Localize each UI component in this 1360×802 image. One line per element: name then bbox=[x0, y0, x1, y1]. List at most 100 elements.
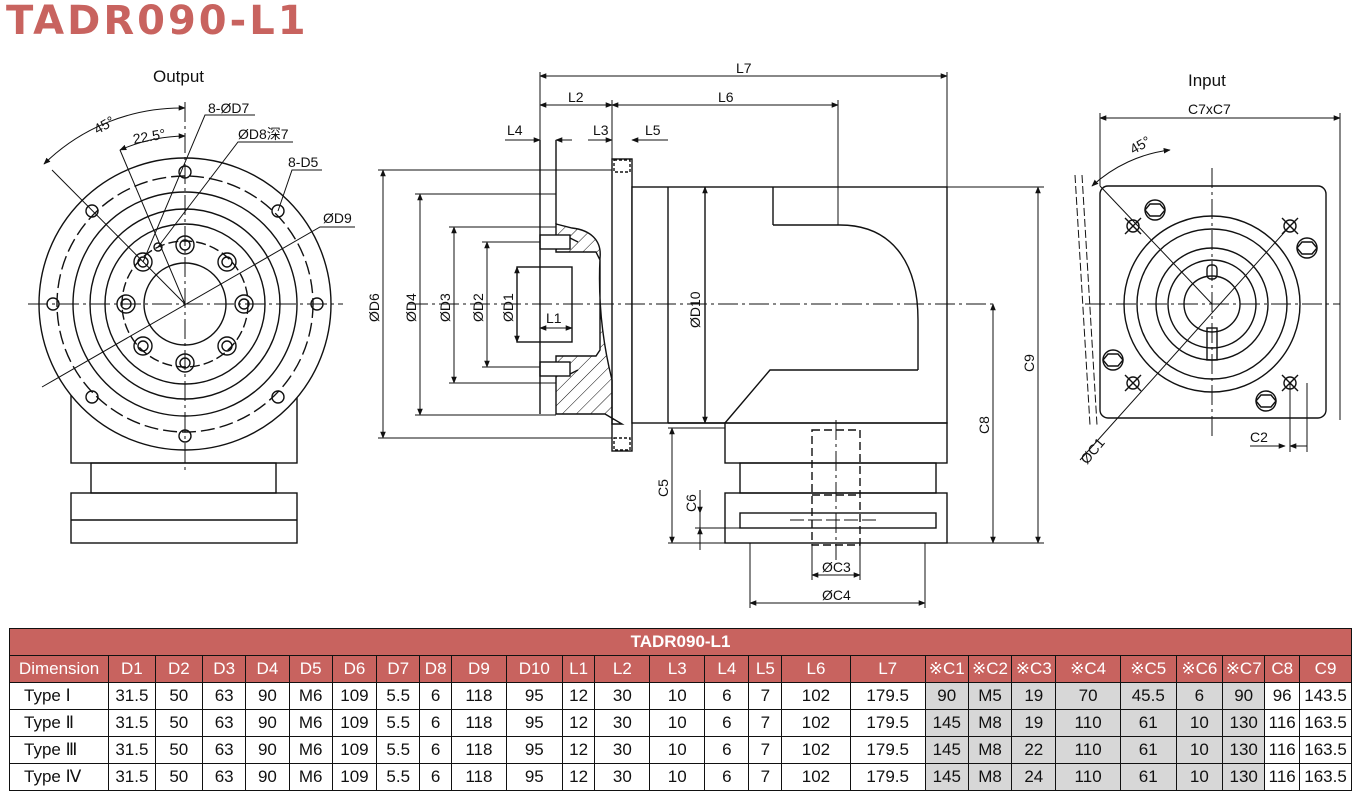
d4-label: ØD4 bbox=[403, 293, 419, 322]
table-cell: 130 bbox=[1222, 736, 1266, 764]
table-caption: TADR090-L1 bbox=[9, 628, 1352, 656]
c3-label: ØC3 bbox=[822, 559, 851, 575]
row-label: Type Ⅱ bbox=[8, 709, 110, 737]
table-cell: 102 bbox=[781, 763, 851, 791]
table-cell: 10 bbox=[649, 709, 706, 737]
angle-45-label: 45° bbox=[91, 113, 117, 137]
technical-drawing: Output 45° 22.5° 8-ØD7 ØD8深7 8-D5 ØD9 bbox=[28, 60, 1341, 608]
table-cell: 61 bbox=[1119, 763, 1177, 791]
d2-label: ØD2 bbox=[470, 293, 486, 322]
table-cell: 45.5 bbox=[1119, 682, 1177, 710]
c7xc7-label: C7xC7 bbox=[1188, 101, 1231, 117]
column-header: D7 bbox=[376, 655, 421, 683]
table-cell: 50 bbox=[154, 709, 204, 737]
table-cell: 6 bbox=[704, 709, 750, 737]
table-cell: 12 bbox=[561, 763, 596, 791]
angle-22-5-label: 22.5° bbox=[132, 126, 167, 147]
column-header: D8 bbox=[419, 655, 452, 683]
table-cell: 19 bbox=[1011, 682, 1057, 710]
table-cell: 7 bbox=[748, 682, 783, 710]
column-header: L6 bbox=[781, 655, 851, 683]
table-cell: 10 bbox=[649, 736, 706, 764]
side-view bbox=[408, 140, 995, 560]
table-cell: 163.5 bbox=[1299, 763, 1352, 791]
table-cell: 10 bbox=[649, 682, 706, 710]
table-cell: 145 bbox=[924, 763, 969, 791]
c9-label: C9 bbox=[1021, 354, 1037, 372]
table-cell: 30 bbox=[594, 709, 651, 737]
column-header: L7 bbox=[849, 655, 926, 683]
table-cell: M5 bbox=[967, 682, 1013, 710]
table-cell: M6 bbox=[288, 763, 333, 791]
table-cell: 109 bbox=[331, 682, 378, 710]
column-header: D6 bbox=[331, 655, 378, 683]
table-cell: 95 bbox=[505, 736, 563, 764]
table-cell: 30 bbox=[594, 763, 651, 791]
table-cell: 63 bbox=[202, 736, 247, 764]
table-cell: 90 bbox=[245, 709, 290, 737]
table-cell: 63 bbox=[202, 709, 247, 737]
table-cell: 31.5 bbox=[108, 736, 156, 764]
l3-label: L3 bbox=[593, 122, 609, 138]
table-cell: 6 bbox=[419, 763, 452, 791]
side-dimensions bbox=[378, 72, 1044, 608]
table-cell: 163.5 bbox=[1299, 709, 1352, 737]
holes-d7-label: 8-ØD7 bbox=[208, 100, 249, 116]
table-cell: 19 bbox=[1011, 709, 1057, 737]
column-header: L2 bbox=[594, 655, 651, 683]
table-cell: 163.5 bbox=[1299, 736, 1352, 764]
table-cell: 5.5 bbox=[376, 682, 421, 710]
table-cell: 31.5 bbox=[108, 709, 156, 737]
column-header: L4 bbox=[704, 655, 750, 683]
input-view bbox=[1074, 168, 1340, 440]
table-cell: 116 bbox=[1264, 709, 1301, 737]
column-header: ※C3 bbox=[1011, 655, 1057, 683]
table-cell: 7 bbox=[748, 736, 783, 764]
table-cell: 10 bbox=[1175, 736, 1224, 764]
table-cell: 145 bbox=[924, 709, 969, 737]
column-header: C9 bbox=[1299, 655, 1352, 683]
table-cell: 31.5 bbox=[108, 682, 156, 710]
table-cell: 118 bbox=[450, 736, 507, 764]
table-cell: 12 bbox=[561, 682, 596, 710]
table-cell: 6 bbox=[704, 736, 750, 764]
table-cell: 116 bbox=[1264, 736, 1301, 764]
table-cell: 109 bbox=[331, 763, 378, 791]
l1-label: L1 bbox=[546, 310, 562, 326]
table-cell: 6 bbox=[419, 709, 452, 737]
input-dimensions bbox=[1079, 113, 1341, 461]
table-cell: 7 bbox=[748, 763, 783, 791]
column-header: ※C4 bbox=[1055, 655, 1121, 683]
table-cell: 12 bbox=[561, 736, 596, 764]
table-cell: 7 bbox=[748, 709, 783, 737]
l2-label: L2 bbox=[568, 89, 584, 105]
table-cell: 90 bbox=[245, 736, 290, 764]
table-cell: 145 bbox=[924, 736, 969, 764]
table-cell: 70 bbox=[1055, 682, 1121, 710]
table-cell: 10 bbox=[1175, 709, 1224, 737]
table-cell: M8 bbox=[967, 736, 1013, 764]
table-cell: M8 bbox=[967, 763, 1013, 791]
row-label: Type Ⅳ bbox=[8, 763, 110, 791]
table-cell: 10 bbox=[1175, 763, 1224, 791]
column-header: L5 bbox=[748, 655, 783, 683]
table-cell: 96 bbox=[1264, 682, 1301, 710]
holes-d5 bbox=[46, 165, 324, 443]
column-header: ※C6 bbox=[1175, 655, 1224, 683]
c4-label: ØC4 bbox=[822, 587, 851, 603]
table-cell: 95 bbox=[505, 709, 563, 737]
table-cell: 6 bbox=[419, 682, 452, 710]
table-cell: 6 bbox=[704, 763, 750, 791]
input-screws bbox=[1102, 199, 1318, 412]
table-cell: 143.5 bbox=[1299, 682, 1352, 710]
table-cell: 110 bbox=[1055, 709, 1121, 737]
column-header: D1 bbox=[108, 655, 156, 683]
row-label: Type Ⅰ bbox=[8, 682, 110, 710]
table-cell: 90 bbox=[245, 682, 290, 710]
column-header: ※C5 bbox=[1119, 655, 1177, 683]
table-cell: 61 bbox=[1119, 736, 1177, 764]
table-cell: 10 bbox=[649, 763, 706, 791]
